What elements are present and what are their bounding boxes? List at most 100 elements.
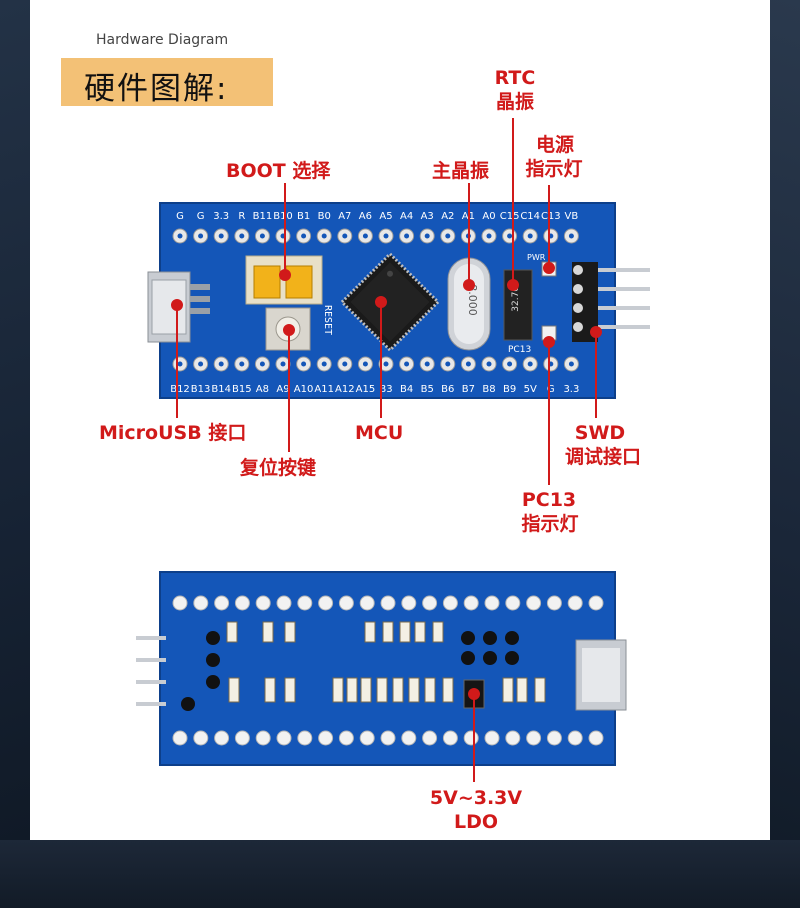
pin-hole-center <box>507 361 513 367</box>
pin-hole-center <box>486 233 492 239</box>
pin-label: B4 <box>400 384 413 395</box>
pin-label: B5 <box>421 384 434 395</box>
back-pin-hole <box>484 595 500 611</box>
smd-part <box>516 677 528 703</box>
pin-label: B1 <box>297 211 310 222</box>
pin-hole-center <box>177 361 183 367</box>
pin-hole-center <box>321 233 327 239</box>
pin-label: B6 <box>441 384 454 395</box>
back-pin-hole <box>442 730 458 746</box>
pin-label: A7 <box>338 211 351 222</box>
back-pin-hole <box>463 595 479 611</box>
smd-part <box>360 677 372 703</box>
pin-label: G <box>197 211 205 222</box>
pin-hole-center <box>527 233 533 239</box>
smd-part <box>262 621 274 643</box>
pin-hole-center <box>321 361 327 367</box>
pin-label: B15 <box>232 384 252 395</box>
pin-hole-center <box>507 233 513 239</box>
pin-label: VB <box>565 211 579 222</box>
pin-label: A12 <box>335 384 355 395</box>
pin-label: 3.3 <box>563 384 579 395</box>
back-pin-hole <box>380 595 396 611</box>
back-pin-hole <box>546 595 562 611</box>
smd-part <box>442 677 454 703</box>
pin-hole-center <box>239 361 245 367</box>
pin-label: A3 <box>421 211 434 222</box>
back-pin-hole <box>193 595 209 611</box>
pin-hole-center <box>218 361 224 367</box>
page-title: 硬件图解: <box>84 71 229 107</box>
pin-label: 3.3 <box>213 211 229 222</box>
back-pin-hole <box>546 730 562 746</box>
mcu-chip <box>339 251 441 353</box>
pc13-silk-text: PC13 <box>508 345 531 355</box>
pin-hole-center <box>424 233 430 239</box>
smd-part <box>392 677 404 703</box>
bottom-header-pins-top <box>172 595 604 611</box>
back-pin-hole <box>567 595 583 611</box>
back-pin-hole <box>297 595 313 611</box>
pin-hole-center <box>404 233 410 239</box>
back-pin-hole <box>463 730 479 746</box>
reset-silk-text: RESET <box>322 305 333 335</box>
back-pin-hole <box>484 730 500 746</box>
power-label-line1: 电源 <box>535 134 574 156</box>
swd-label-line2: 调试接口 <box>564 446 641 468</box>
pin-label: B12 <box>170 384 190 395</box>
pin-label: A2 <box>441 211 454 222</box>
pin-label: C15 <box>500 211 520 222</box>
microusb-label: MicroUSB 接口 <box>99 422 247 444</box>
back-pin-hole <box>297 730 313 746</box>
pin-hole-center <box>445 361 451 367</box>
pin-label: B9 <box>503 384 516 395</box>
pin-label: A5 <box>379 211 392 222</box>
back-pin-hole <box>380 730 396 746</box>
background-right <box>770 0 800 908</box>
pin-label: A9 <box>276 384 289 395</box>
pin-hole-center <box>301 233 307 239</box>
pin-label: A8 <box>256 384 269 395</box>
smd-part <box>424 677 436 703</box>
smd-part <box>346 677 358 703</box>
back-pin-hole <box>234 730 250 746</box>
pin-label: B0 <box>318 211 331 222</box>
pwr-silk-text: PWR <box>527 253 546 262</box>
ldo-label-line1: 5V~3.3V <box>429 787 523 809</box>
pin-hole-center <box>342 361 348 367</box>
pin-hole-center <box>465 361 471 367</box>
pc13-label-line1: PC13 <box>521 489 577 511</box>
back-pin-hole <box>401 595 417 611</box>
pin-hole-center <box>445 233 451 239</box>
pin-label: G <box>176 211 184 222</box>
smd-part <box>414 621 426 643</box>
smd-part <box>332 677 344 703</box>
pin-hole-center <box>198 361 204 367</box>
back-pin-hole <box>526 595 542 611</box>
power-label-line2: 指示灯 <box>525 158 583 180</box>
back-pin-hole <box>505 595 521 611</box>
back-pin-hole <box>172 595 188 611</box>
pin-label: C14 <box>520 211 540 222</box>
pin-hole-center <box>527 361 533 367</box>
back-pin-hole <box>318 730 334 746</box>
back-pin-hole <box>234 595 250 611</box>
pin-label: 5V <box>524 384 537 395</box>
back-pin-hole <box>442 595 458 611</box>
smd-part <box>284 677 296 703</box>
back-pin-hole <box>359 730 375 746</box>
pointer-line-ldo <box>468 688 480 782</box>
rtc-silk-text: 32.768 <box>511 280 521 312</box>
back-pin-hole <box>214 730 230 746</box>
pin-hole-center <box>177 233 183 239</box>
pin-label: R <box>238 211 245 222</box>
smd-part <box>264 677 276 703</box>
background-bottom <box>0 840 800 908</box>
pin-label: B14 <box>211 384 231 395</box>
back-pin-hole <box>318 595 334 611</box>
microusb-back <box>575 639 627 711</box>
microusb-connector <box>147 271 210 343</box>
reset-label: 复位按键 <box>240 457 317 479</box>
pin-hole-center <box>383 233 389 239</box>
